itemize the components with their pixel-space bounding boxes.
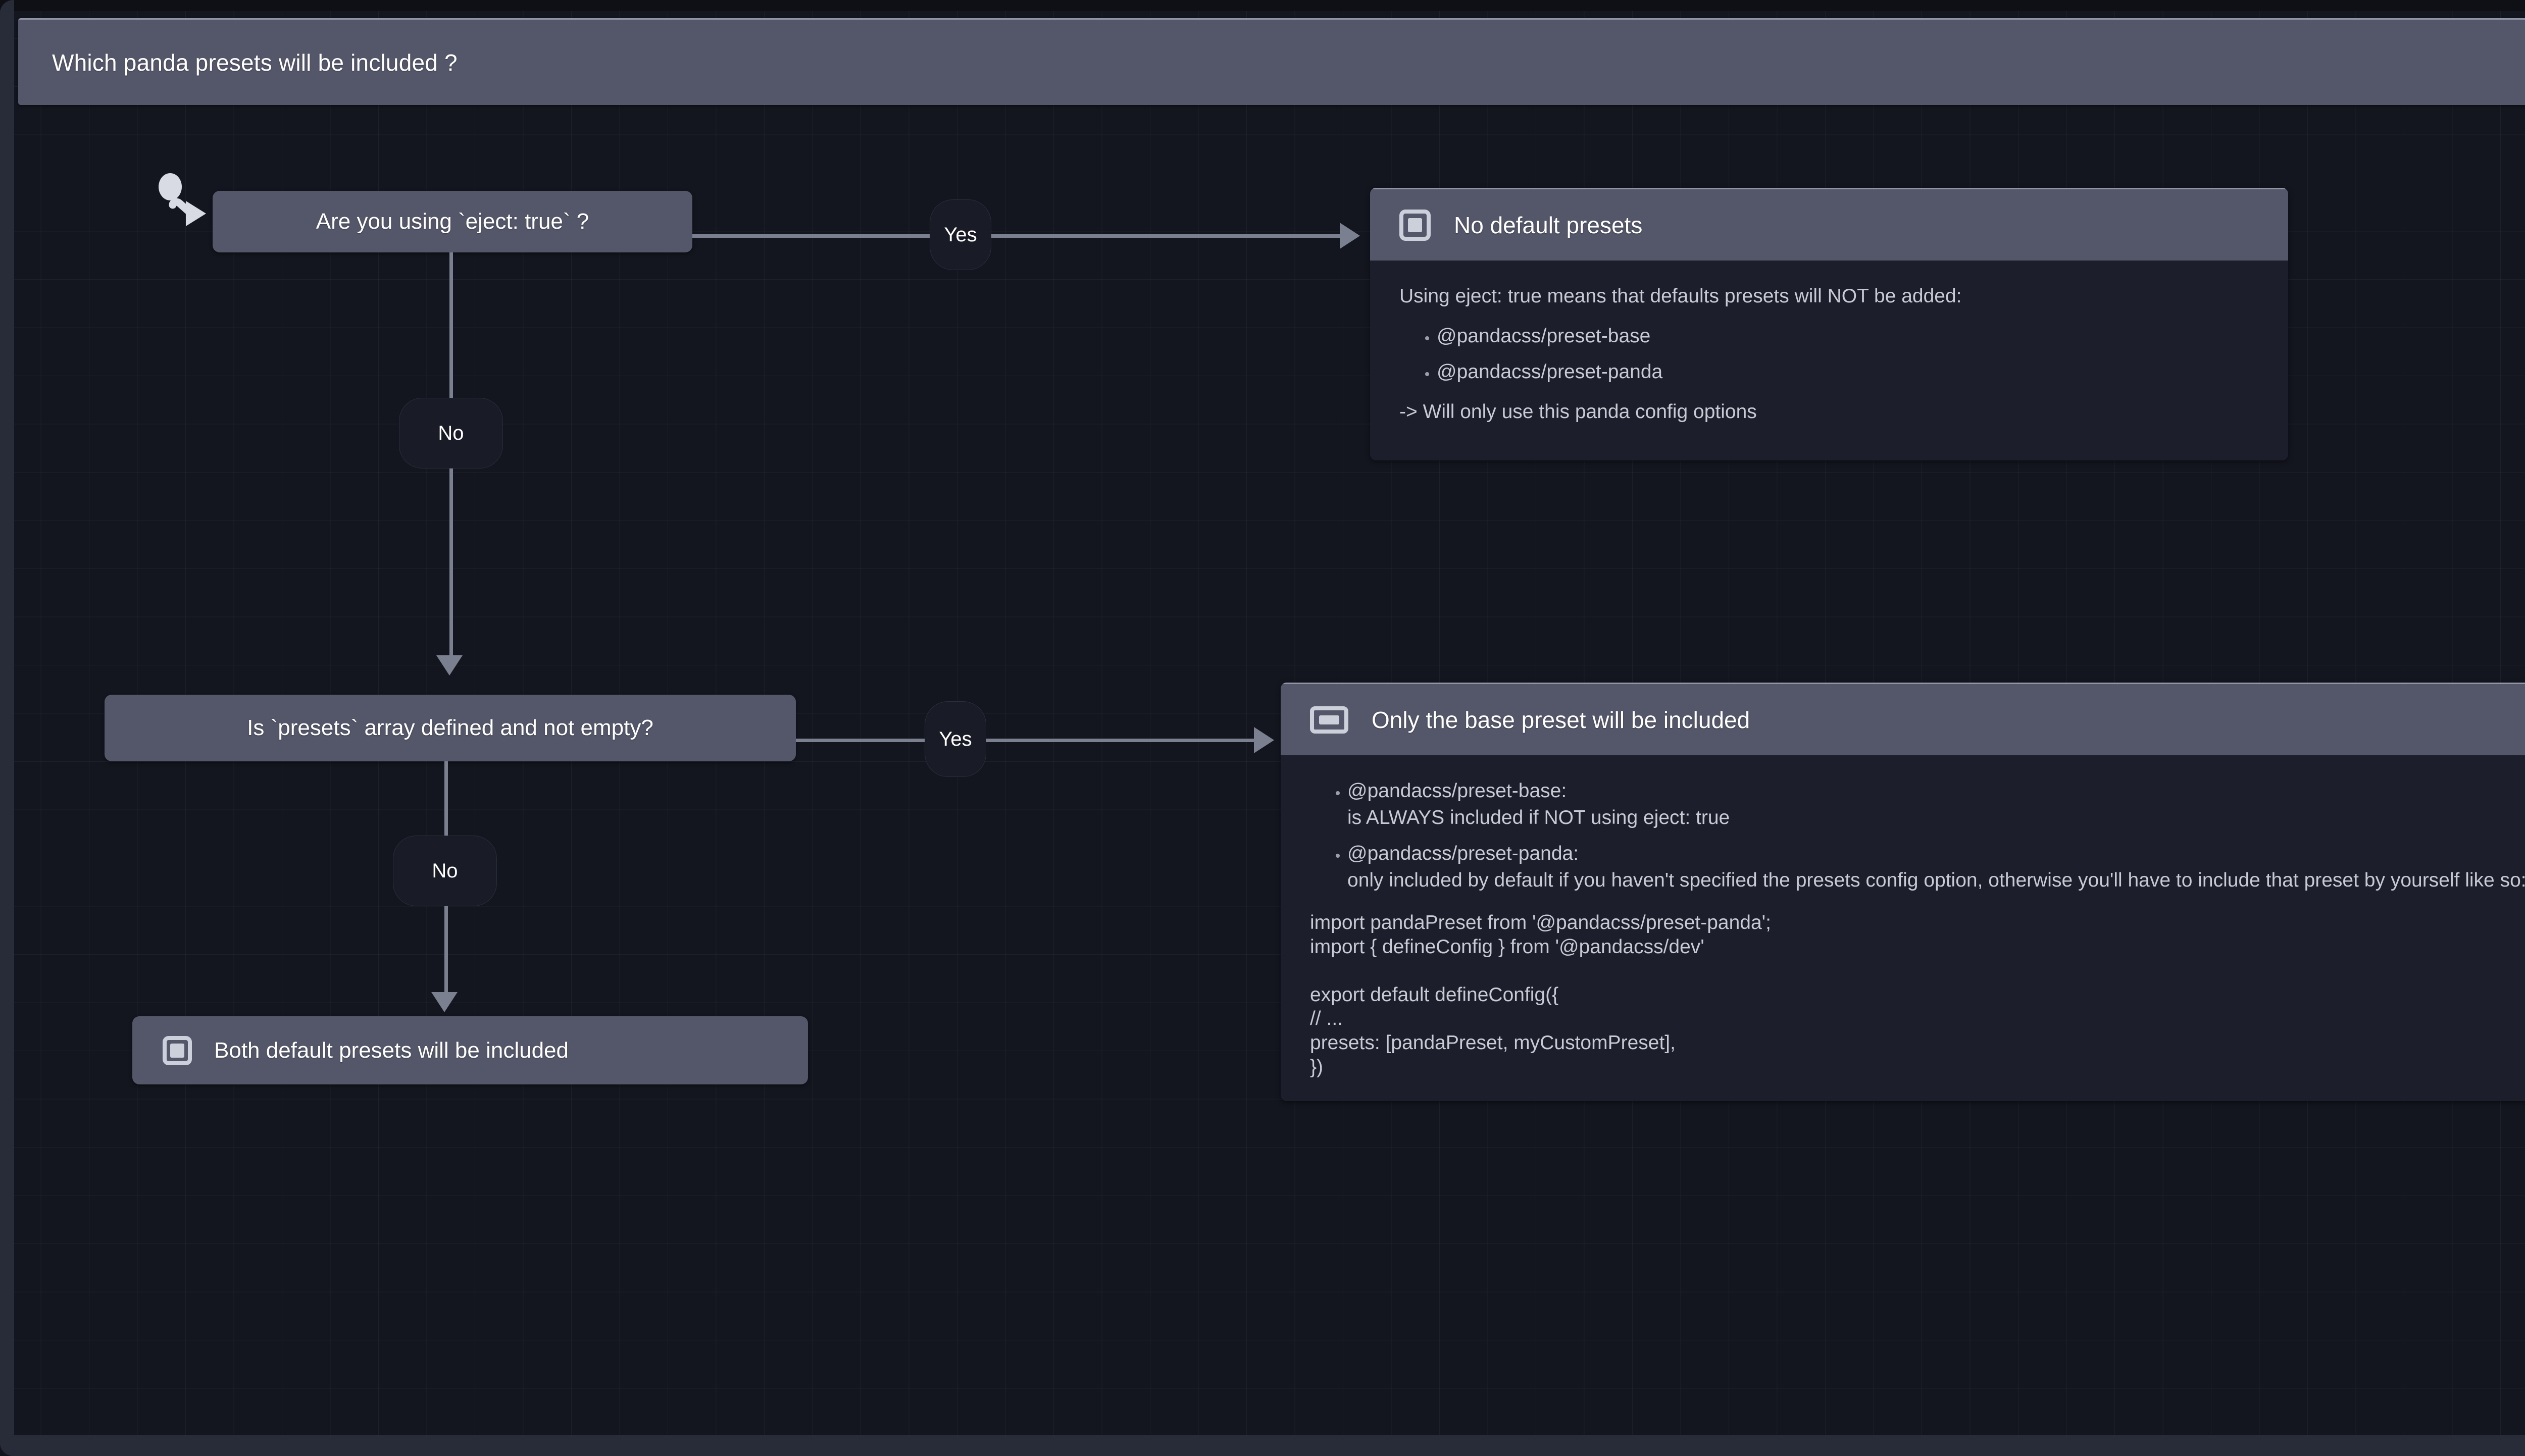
note-panel-no-default-presets[interactable]: No default presets Using eject: true mea… <box>1370 188 2288 461</box>
edge-eject-yes-arrowhead <box>1340 223 1360 249</box>
list-item: @pandacss/preset-base: is ALWAYS include… <box>1347 777 2525 831</box>
edge-eject-no-arrowhead <box>436 655 463 675</box>
note-panel-only-base-preset[interactable]: Only the base preset will be included @p… <box>1281 683 2525 1102</box>
edge-label-eject-yes: Yes <box>930 199 991 270</box>
note-panel-only-base-preset-title: Only the base preset will be included <box>1372 706 1750 733</box>
note-icon <box>1399 209 1431 241</box>
diagram-title-bar: Which panda presets will be included ? <box>18 18 2525 105</box>
decision-node-eject[interactable]: Are you using `eject: true` ? <box>213 191 692 252</box>
note-intro-text: Using eject: true means that defaults pr… <box>1399 285 1962 307</box>
edge-presets-no-line-bottom <box>444 906 448 995</box>
page-title: Which panda presets will be included ? <box>52 49 458 76</box>
edge-label-presets-no: No <box>393 836 497 906</box>
edge-presets-yes-line-right <box>986 739 1254 742</box>
frame-bottom-edge <box>0 1435 2525 1456</box>
edge-label-eject-yes-text: Yes <box>944 223 977 246</box>
edge-presets-yes-line-left <box>796 739 925 742</box>
frame-top-strip <box>0 0 2525 11</box>
edge-label-presets-yes-text: Yes <box>939 727 972 750</box>
outcome-node-both-presets[interactable]: Both default presets will be included <box>132 1016 808 1084</box>
decision-node-presets[interactable]: Is `presets` array defined and not empty… <box>105 695 796 761</box>
frame-left-edge <box>0 0 14 1456</box>
list-item-term: @pandacss/preset-base: <box>1347 780 1567 802</box>
note-icon <box>163 1035 192 1065</box>
note-panel-only-base-preset-body: @pandacss/preset-base: is ALWAYS include… <box>1281 755 2525 1101</box>
edge-label-eject-no: No <box>399 398 503 469</box>
edge-presets-yes-arrowhead <box>1254 727 1274 753</box>
list-item: @pandacss/preset-panda: only included by… <box>1347 840 2525 894</box>
edge-label-presets-yes: Yes <box>925 701 986 777</box>
note-panel-no-default-presets-header: No default presets <box>1370 188 2288 261</box>
edge-presets-no-arrowhead <box>431 992 458 1012</box>
note-bullet-list: @pandacss/preset-base @pandacss/preset-p… <box>1399 323 2259 385</box>
note-panel-no-default-presets-title: No default presets <box>1454 212 1643 238</box>
note-icon <box>1310 706 1348 734</box>
edge-eject-yes-line-right <box>991 234 1340 238</box>
edge-eject-no-line-top <box>449 252 453 398</box>
list-item-desc: only included by default if you haven't … <box>1347 869 2525 892</box>
list-item: @pandacss/preset-base <box>1437 323 2259 349</box>
edge-label-eject-no-text: No <box>438 422 464 444</box>
edge-label-presets-no-text: No <box>432 859 458 882</box>
note-panel-only-base-preset-header: Only the base preset will be included <box>1281 683 2525 755</box>
note-panel-no-default-presets-body: Using eject: true means that defaults pr… <box>1370 261 2288 460</box>
note-bullet-list: @pandacss/preset-base: is ALWAYS include… <box>1310 777 2525 894</box>
edge-eject-no-line-bottom <box>449 469 453 655</box>
decision-node-presets-label: Is `presets` array defined and not empty… <box>247 715 653 740</box>
list-item-desc: is ALWAYS included if NOT using eject: t… <box>1347 807 1730 829</box>
edge-presets-no-line-top <box>444 761 448 871</box>
edge-eject-yes-line-left <box>692 234 930 238</box>
note-footer-text: -> Will only use this panda config optio… <box>1399 401 1757 423</box>
code-block: import pandaPreset from '@pandacss/prese… <box>1310 912 1771 1078</box>
list-item: @pandacss/preset-panda <box>1437 358 2259 385</box>
start-circle-arrow-icon <box>152 172 212 232</box>
list-item-term: @pandacss/preset-panda: <box>1347 843 1579 865</box>
decision-node-eject-label: Are you using `eject: true` ? <box>316 209 589 234</box>
outcome-node-both-presets-label: Both default presets will be included <box>214 1037 569 1063</box>
